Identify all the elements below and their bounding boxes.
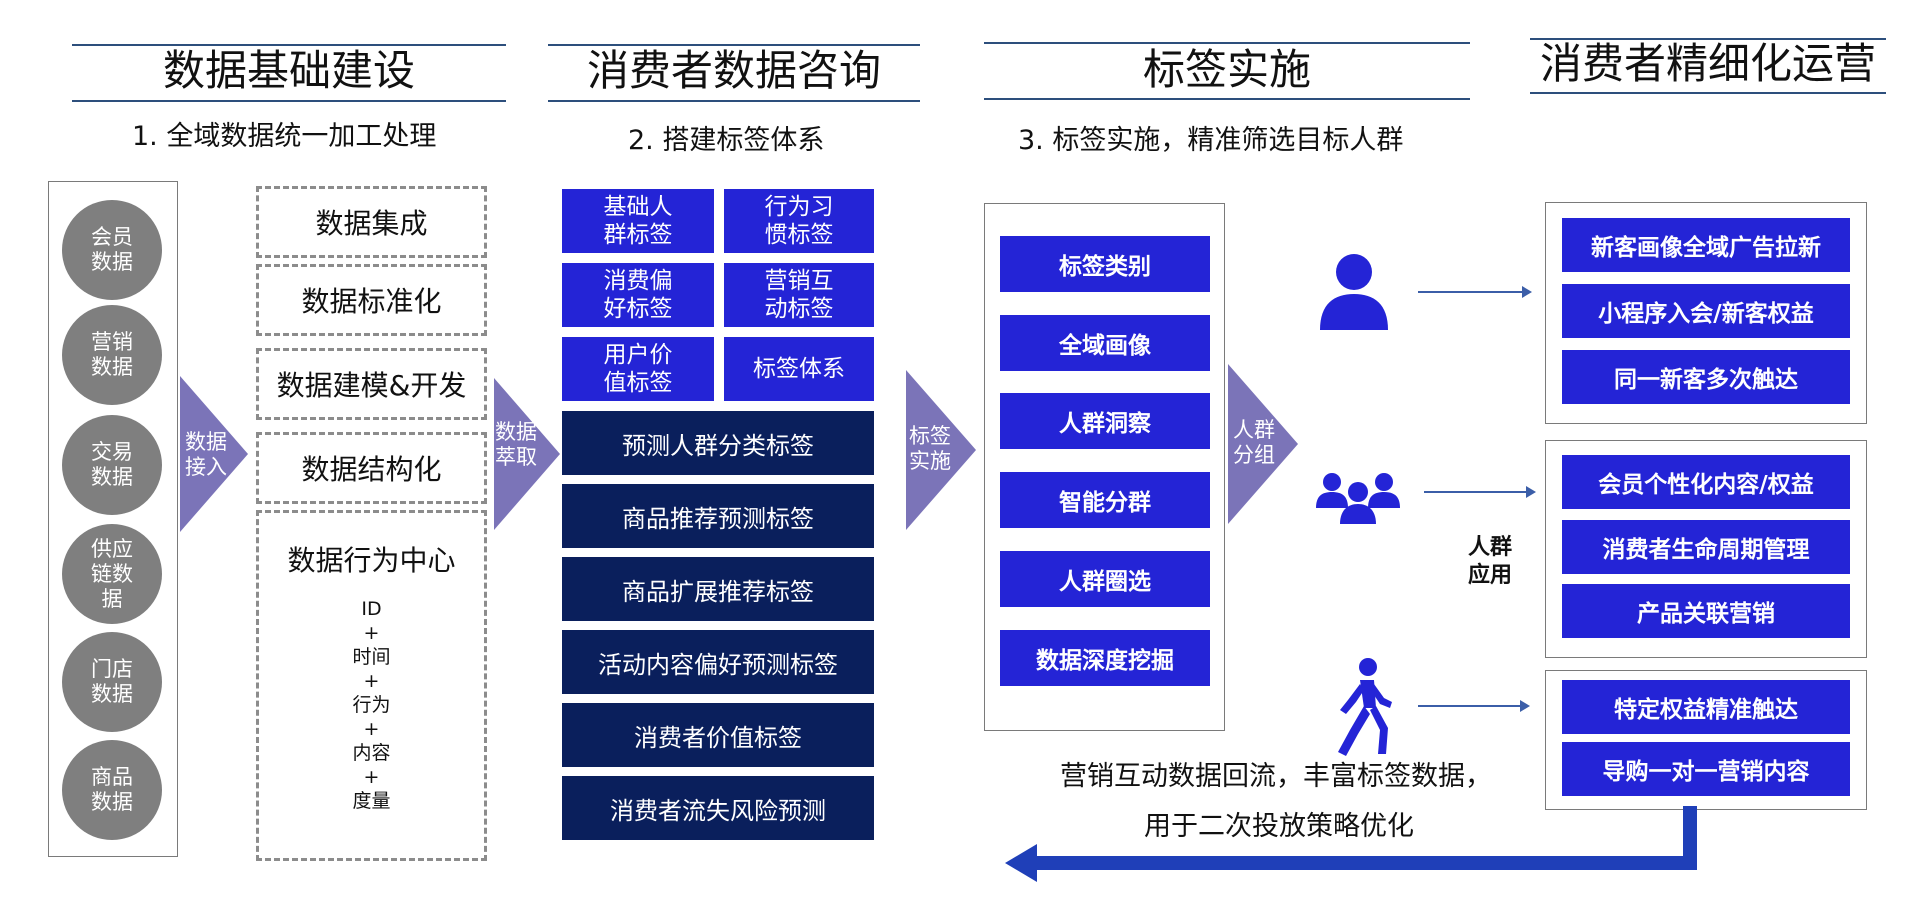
data-source-circle: 供应 链数 据 — [62, 524, 162, 624]
application-item: 特定权益精准触达 — [1562, 680, 1850, 734]
formula-line: + — [363, 766, 380, 788]
formula-line: 度量 — [352, 790, 391, 812]
tag-list-item: 消费者流失风险预测 — [562, 776, 874, 840]
section-3-bottom-line — [984, 98, 1470, 100]
data-source-circle: 会员 数据 — [62, 200, 162, 300]
section-1-top-line — [72, 44, 506, 46]
audience-application-label: 人群 应用 — [1468, 535, 1513, 588]
section-2-top-line — [548, 44, 920, 46]
person-icon — [1320, 254, 1388, 330]
section-4-top-line — [1530, 38, 1886, 40]
implementation-item: 全域画像 — [1000, 315, 1210, 371]
application-group-frame — [1545, 202, 1867, 424]
tag-list-item: 活动内容偏好预测标签 — [562, 630, 874, 694]
application-item: 导购一对一营销内容 — [1562, 742, 1850, 796]
tag-cell: 营销互 动标签 — [724, 263, 874, 327]
tag-cell: 标签体系 — [724, 337, 874, 401]
audience-group-arrow-label: 人群 分组 — [1233, 418, 1275, 467]
application-item: 消费者生命周期管理 — [1562, 520, 1850, 574]
data-source-circle: 门店 数据 — [62, 632, 162, 732]
formula-line: 行为 — [352, 694, 391, 716]
section-4-title: 消费者精细化运营 — [1539, 39, 1876, 88]
tag-cell: 基础人 群标签 — [562, 189, 714, 253]
section-3-top-line — [984, 42, 1470, 44]
tag-cell: 用户价 值标签 — [562, 337, 714, 401]
section-1-title: 数据基础建设 — [162, 46, 415, 95]
data-ingest-arrow-label: 数据 接入 — [185, 430, 227, 479]
feedback-text-line-2: 用于二次投放策略优化 — [1144, 811, 1414, 842]
formula-line: 时间 — [352, 646, 391, 668]
processing-step: 数据结构化 — [256, 432, 487, 504]
data-sources-frame — [48, 181, 178, 857]
connector-arrow-icon — [1424, 486, 1536, 498]
implementation-frame — [984, 203, 1225, 731]
section-2-subtitle: 2. 搭建标签体系 — [628, 125, 825, 156]
tag-cell: 行为习 惯标签 — [724, 189, 874, 253]
behavior-center-box: 数据行为中心 ID + 时间 + 行为 + 内容 + 度量 — [256, 510, 487, 861]
processing-step: 数据标准化 — [256, 264, 487, 336]
data-source-circle: 交易 数据 — [62, 415, 162, 515]
tag-list-item: 商品推荐预测标签 — [562, 484, 874, 548]
processing-step: 数据集成 — [256, 186, 487, 258]
application-item: 产品关联营销 — [1562, 584, 1850, 638]
application-item: 会员个性化内容/权益 — [1562, 455, 1850, 509]
implementation-item: 人群洞察 — [1000, 393, 1210, 449]
data-extract-arrow-label: 数据 萃取 — [495, 420, 537, 469]
section-1-bottom-line — [72, 100, 506, 102]
behavior-center-formula: ID + 时间 + 行为 + 内容 + 度量 — [352, 597, 390, 813]
implementation-item: 数据深度挖掘 — [1000, 630, 1210, 686]
group-icon — [1316, 473, 1400, 524]
data-ingest-arrow-icon — [180, 376, 248, 532]
application-item: 同一新客多次触达 — [1562, 350, 1850, 404]
section-2-bottom-line — [548, 100, 920, 102]
section-1-subtitle: 1. 全域数据统一加工处理 — [132, 121, 437, 152]
walking-person-icon — [1338, 658, 1392, 756]
data-source-circle: 商品 数据 — [62, 740, 162, 840]
tag-implement-arrow-label: 标签 实施 — [909, 424, 951, 473]
feedback-text-line-1: 营销互动数据回流，丰富标签数据， — [1060, 761, 1492, 792]
connector-arrow-icon — [1418, 700, 1530, 712]
implementation-item: 标签类别 — [1000, 236, 1210, 292]
formula-line: + — [363, 670, 380, 692]
formula-line: 内容 — [352, 742, 391, 764]
tag-list-item: 预测人群分类标签 — [562, 411, 874, 475]
tag-cell: 消费偏 好标签 — [562, 263, 714, 327]
audience-group-arrow-icon — [1228, 364, 1298, 524]
application-group-frame — [1545, 440, 1867, 658]
behavior-center-title: 数据行为中心 — [287, 544, 456, 577]
section-2-title: 消费者数据咨询 — [586, 46, 881, 95]
formula-line: ID — [361, 598, 382, 620]
formula-line: + — [363, 622, 380, 644]
tag-list-item: 商品扩展推荐标签 — [562, 557, 874, 621]
section-4-bottom-line — [1530, 92, 1886, 94]
connector-arrow-icon — [1418, 286, 1532, 298]
tag-implement-arrow-icon — [906, 370, 976, 530]
application-group-frame — [1545, 670, 1867, 810]
section-3-title: 标签实施 — [1142, 45, 1311, 94]
processing-step: 数据建模&开发 — [256, 348, 487, 420]
implementation-item: 人群圈选 — [1000, 551, 1210, 607]
section-3-subtitle: 3. 标签实施，精准筛选目标人群 — [1018, 125, 1404, 156]
implementation-item: 智能分群 — [1000, 472, 1210, 528]
application-item: 新客画像全域广告拉新 — [1562, 218, 1850, 272]
feedback-return-arrow-icon — [1005, 806, 1697, 882]
application-item: 小程序入会/新客权益 — [1562, 284, 1850, 338]
formula-line: + — [363, 718, 380, 740]
data-source-circle: 营销 数据 — [62, 305, 162, 405]
data-extract-arrow-icon — [494, 378, 560, 530]
tag-list-item: 消费者价值标签 — [562, 703, 874, 767]
